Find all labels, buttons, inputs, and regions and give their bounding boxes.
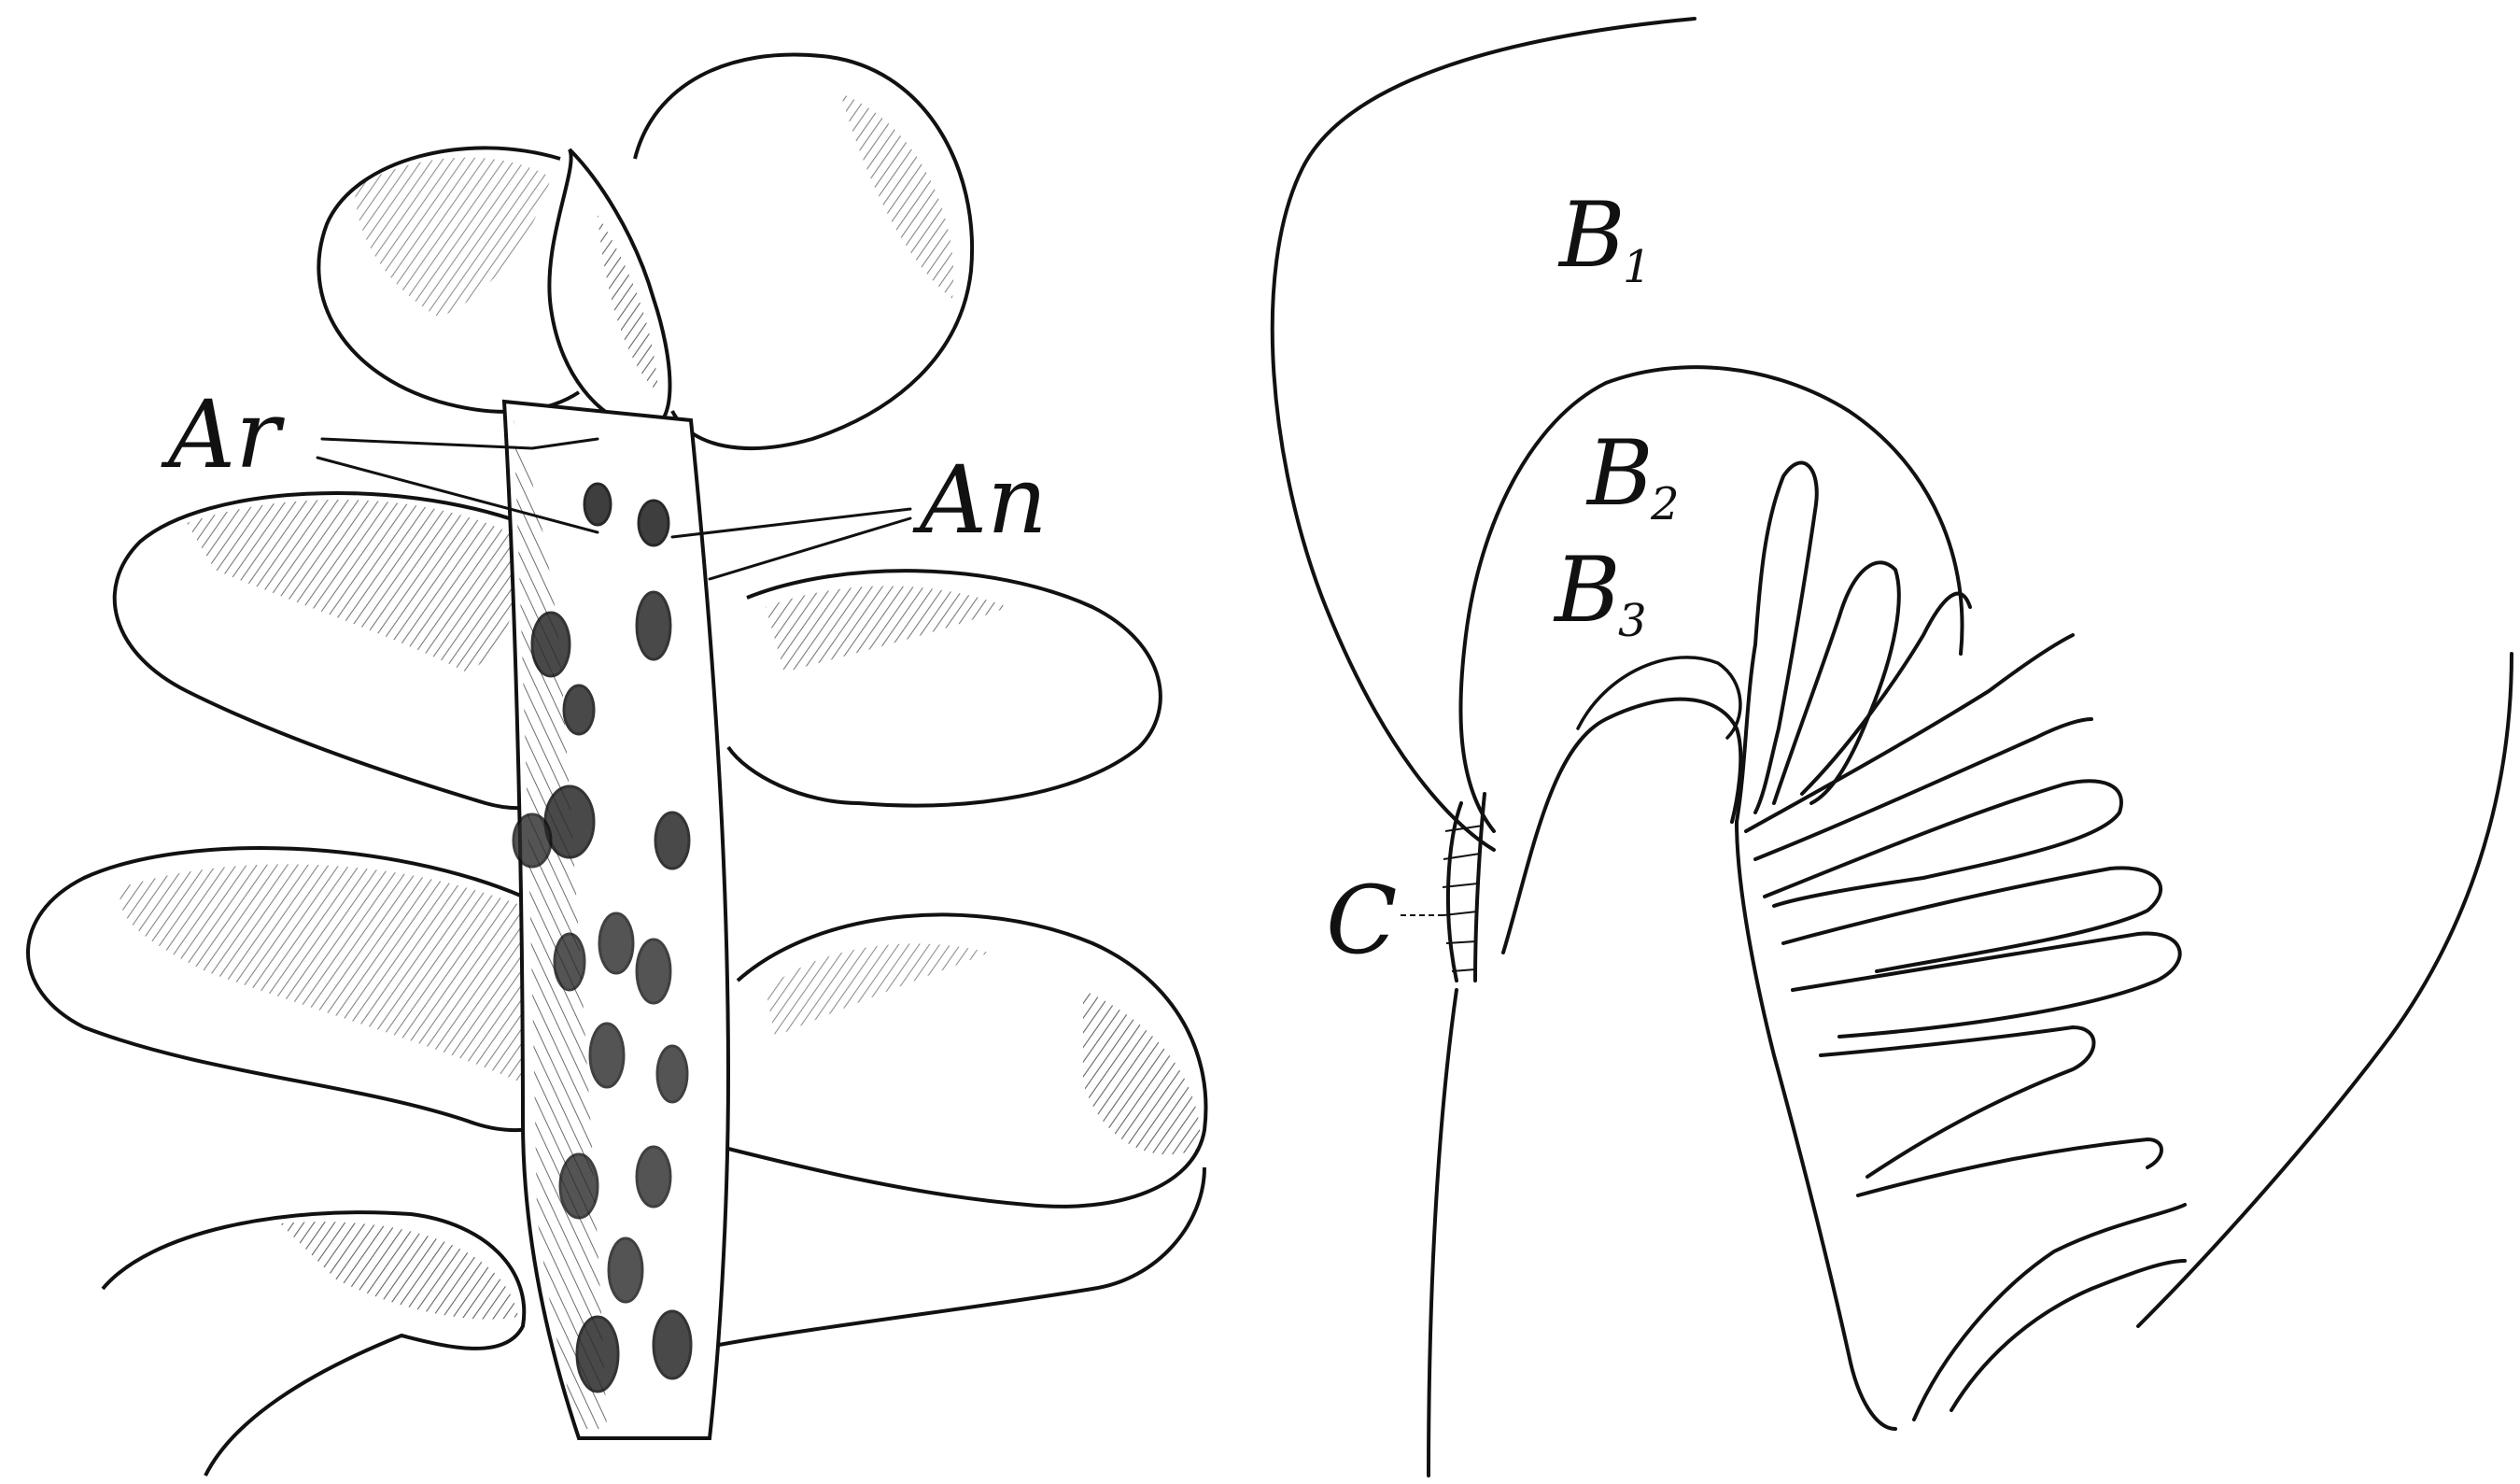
outline-stalk — [1429, 990, 1457, 1476]
outline-right-envelope — [2138, 654, 2512, 1326]
svg-text:B: B — [1557, 183, 1626, 288]
outline-c — [1448, 794, 1485, 981]
svg-text:3: 3 — [1618, 595, 1647, 647]
label-b1: B 1 — [1557, 183, 1652, 293]
label-an: An — [912, 445, 1048, 555]
svg-text:B: B — [1585, 421, 1654, 526]
right-figure-apex: B 1 B 2 B 3 C — [1273, 19, 2512, 1476]
outline-b2 — [1460, 367, 1962, 831]
left-figure-shoot: Ar An — [28, 54, 1206, 1476]
svg-text:B: B — [1553, 538, 1621, 643]
label-ar: Ar — [161, 380, 285, 489]
outline-b3 — [1578, 657, 1740, 738]
svg-text:2: 2 — [1650, 478, 1680, 530]
label-b2: B 2 — [1585, 421, 1680, 530]
svg-text:1: 1 — [1623, 241, 1652, 293]
label-b3: B 3 — [1553, 538, 1647, 647]
leader-line-an — [672, 509, 910, 579]
label-c: C — [1326, 866, 1398, 975]
